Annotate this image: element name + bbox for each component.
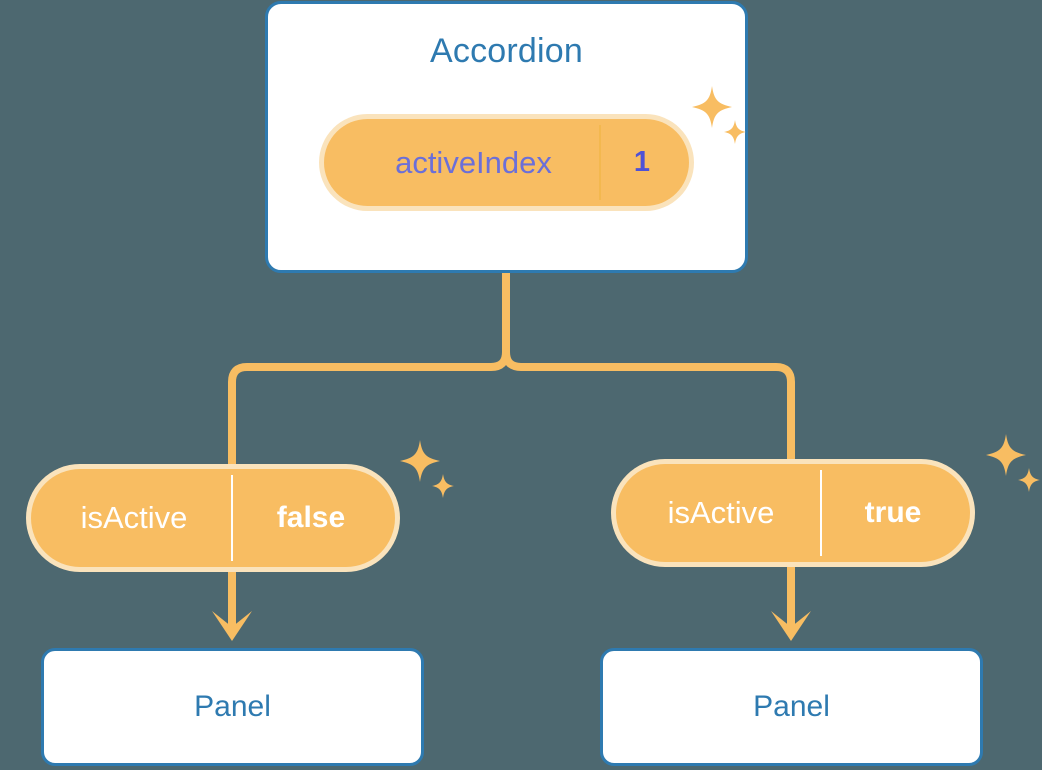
connector-branch-left (228, 348, 510, 476)
page-title: Accordion (430, 32, 583, 70)
state-pill-value: false (231, 475, 389, 561)
state-pill-is-active-left[interactable]: isActive false (26, 464, 400, 572)
panel-title: Panel (194, 690, 271, 723)
arrow-left (212, 572, 252, 641)
state-pill-value: true (820, 470, 964, 556)
sparkle-icon-small (1018, 468, 1040, 492)
state-pill-is-active-right[interactable]: isActive true (611, 459, 975, 567)
state-pill-active-index[interactable]: activeIndex 1 (319, 114, 694, 211)
state-pill-key: isActive (80, 500, 188, 535)
sparkle-icon (400, 440, 440, 482)
node-panel-left[interactable]: Panel (41, 648, 424, 766)
node-panel-right[interactable]: Panel (600, 648, 983, 766)
panel-title: Panel (753, 690, 830, 723)
connector-branch-right (502, 348, 795, 471)
state-pill-key: activeIndex (395, 144, 552, 180)
sparkle-icon-small (432, 474, 454, 498)
state-pill-key: isActive (667, 495, 775, 530)
arrow-right (771, 567, 811, 641)
sparkle-group-left (398, 440, 456, 507)
sparkle-icon (986, 434, 1026, 476)
sparkle-group-right (984, 434, 1042, 501)
state-pill-value: 1 (599, 125, 683, 200)
